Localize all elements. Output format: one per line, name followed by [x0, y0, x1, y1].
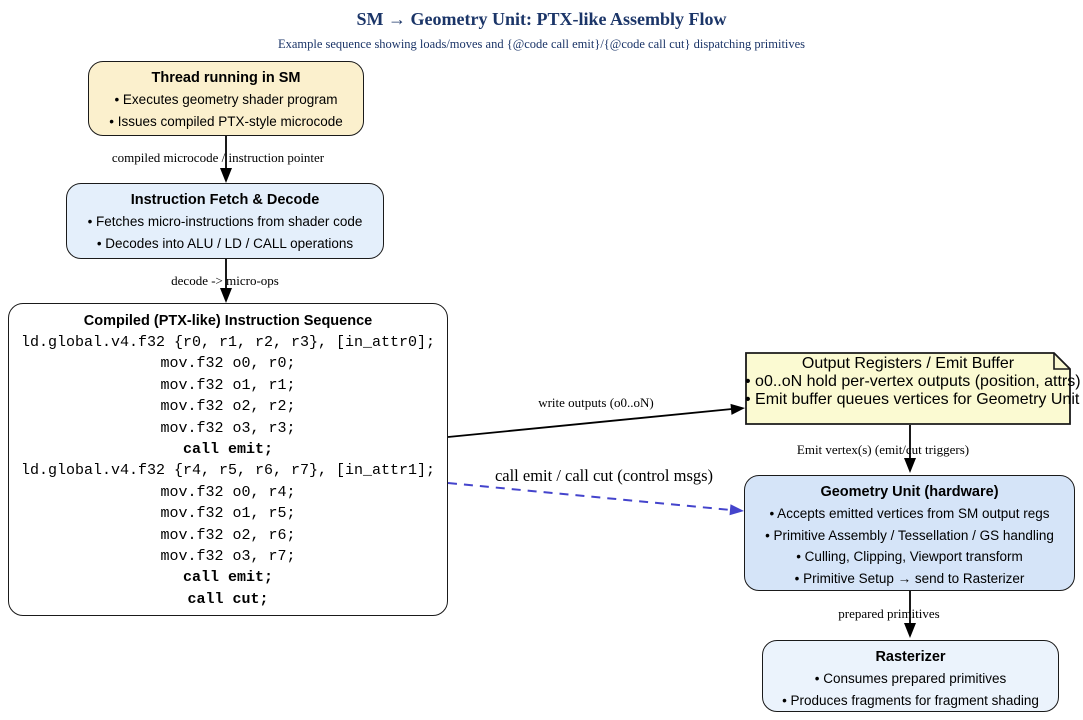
code-line: ld.global.v4.f32 {r0, r1, r2, r3}, [in_a…	[20, 334, 436, 351]
code-line: mov.f32 o3, r7;	[160, 548, 296, 566]
node-bullet: • Culling, Clipping, Viewport transform	[796, 549, 1023, 564]
node-bullet: • Fetches micro-instructions from shader…	[87, 214, 363, 229]
node-title: Compiled (PTX-like) Instruction Sequence	[83, 313, 373, 329]
edge-label-compiled-microcode: compiled microcode / instruction pointer	[111, 150, 325, 165]
node-title: Output Registers / Emit Buffer	[801, 355, 1015, 372]
node-rasterizer: Rasterizer • Consumes prepared primitive…	[762, 640, 1059, 712]
node-bullet: • Accepts emitted vertices from SM outpu…	[769, 506, 1050, 521]
edge-label-write-outputs: write outputs (o0..oN)	[538, 395, 654, 410]
note-dogear-shape	[745, 352, 1071, 425]
node-bullet: • Emit buffer queues vertices for Geomet…	[745, 391, 1080, 408]
node-instruction-fetch-decode: Instruction Fetch & Decode • Fetches mic…	[66, 183, 384, 259]
node-output-registers-emit-buffer: Output Registers / Emit Buffer • o0..oN …	[745, 352, 1081, 425]
code-line: mov.f32 o0, r0;	[160, 355, 296, 373]
edge-label-call-emit-call-cut: call emit / call cut (control msgs)	[494, 466, 714, 485]
node-title: Thread running in SM	[151, 70, 301, 86]
code-line-call-cut: call cut;	[187, 590, 269, 608]
edge-label-prepared-primitives: prepared primitives	[838, 606, 940, 621]
node-geometry-unit-hardware: Geometry Unit (hardware) • Accepts emitt…	[744, 475, 1075, 591]
node-bullet: • Executes geometry shader program	[114, 92, 338, 107]
code-line: mov.f32 o1, r1;	[160, 376, 296, 394]
code-line-call-emit: call emit;	[182, 569, 273, 587]
node-title: Instruction Fetch & Decode	[130, 192, 320, 208]
code-line: mov.f32 o2, r2;	[160, 398, 296, 416]
code-line: mov.f32 o2, r6;	[160, 526, 296, 544]
edge-label-emit-vertex: Emit vertex(s) (emit/cut triggers)	[796, 442, 970, 457]
node-bullet: • Consumes prepared primitives	[814, 671, 1007, 686]
node-bullet: • Issues compiled PTX-style microcode	[109, 113, 343, 129]
node-bullet: • o0..oN hold per-vertex outputs (positi…	[745, 373, 1081, 390]
diagram-subtitle: Example sequence showing loads/moves and…	[277, 37, 806, 51]
node-title: Geometry Unit (hardware)	[820, 484, 999, 500]
node-title: Rasterizer	[875, 649, 946, 665]
edge-code-to-geometry-dashed	[447, 482, 744, 516]
code-line: mov.f32 o0, r4;	[160, 483, 296, 501]
edge-label-decode-micro-ops: decode -> micro-ops	[171, 273, 279, 288]
node-bullet: • Primitive Setup → send to Rasterizer	[794, 570, 1025, 586]
code-line: ld.global.v4.f32 {r4, r5, r6, r7}, [in_a…	[20, 462, 436, 480]
node-compiled-instruction-sequence: Compiled (PTX-like) Instruction Sequence…	[8, 303, 448, 616]
node-bullet: • Produces fragments for fragment shadin…	[782, 692, 1039, 708]
node-bullet: • Decodes into ALU / LD / CALL operation…	[96, 235, 354, 251]
node-thread-running-in-sm: Thread running in SM • Executes geometry…	[88, 61, 364, 136]
code-line: mov.f32 o1, r5;	[160, 505, 296, 523]
diagram-title: SM → Geometry Unit: PTX-like Assembly Fl…	[356, 9, 727, 29]
code-line: mov.f32 o3, r3;	[160, 419, 296, 437]
node-bullet: • Primitive Assembly / Tessellation / GS…	[765, 527, 1054, 543]
code-line-call-emit: call emit;	[182, 441, 273, 459]
